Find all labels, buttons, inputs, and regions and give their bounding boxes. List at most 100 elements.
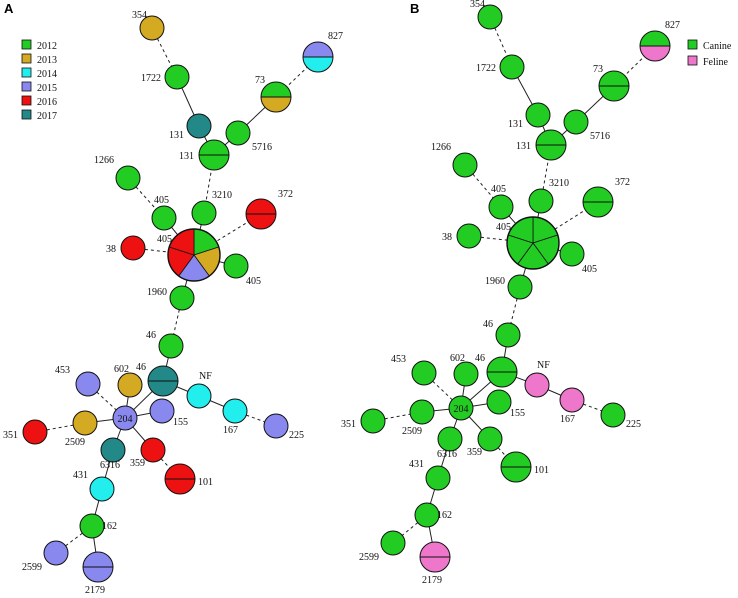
node-circle bbox=[263, 413, 289, 439]
node-top-half bbox=[261, 82, 291, 97]
node-label-38: 38 bbox=[106, 244, 116, 255]
node-circle bbox=[22, 419, 48, 445]
node-label-354: 354 bbox=[132, 10, 147, 21]
node-label-101: 101 bbox=[534, 465, 549, 476]
node-circle bbox=[528, 188, 554, 214]
node-label-453: 453 bbox=[391, 354, 406, 365]
node-label-NF: NF bbox=[199, 371, 212, 382]
node-NF bbox=[524, 372, 550, 398]
node-circle bbox=[448, 395, 474, 421]
node-46b bbox=[486, 356, 518, 388]
node-circle bbox=[453, 361, 479, 387]
node-73 bbox=[598, 70, 630, 102]
node-circle bbox=[559, 387, 585, 413]
node-label-1266: 1266 bbox=[431, 142, 451, 153]
node-label-2179: 2179 bbox=[422, 575, 442, 586]
node-405a bbox=[488, 194, 514, 220]
node-1722 bbox=[499, 54, 525, 80]
node-label-1722: 1722 bbox=[476, 63, 496, 74]
node-circle bbox=[411, 360, 437, 386]
node-359 bbox=[477, 426, 503, 452]
node-circle bbox=[486, 389, 512, 415]
legend-label-2012: 2012 bbox=[37, 41, 57, 52]
node-circle bbox=[43, 540, 69, 566]
node-204 bbox=[448, 395, 474, 421]
legend-swatch-2015 bbox=[21, 81, 32, 92]
legend-label-canine: Canine bbox=[703, 41, 732, 52]
node-label-351: 351 bbox=[3, 430, 18, 441]
node-6316 bbox=[100, 437, 126, 463]
node-bottom-half bbox=[487, 372, 517, 387]
node-131a bbox=[186, 113, 212, 139]
node-101 bbox=[164, 463, 196, 495]
node-3210 bbox=[191, 200, 217, 226]
node-label-38: 38 bbox=[442, 232, 452, 243]
node-label-167: 167 bbox=[223, 425, 238, 436]
legend-label-2014: 2014 bbox=[37, 69, 57, 80]
node-top-half bbox=[640, 31, 670, 46]
node-outline bbox=[302, 41, 334, 73]
node-204 bbox=[112, 405, 138, 431]
node-outline bbox=[639, 30, 671, 62]
node-5716 bbox=[563, 109, 589, 135]
node-top-half bbox=[246, 199, 276, 214]
node-outline bbox=[598, 70, 630, 102]
legend-label-feline: Feline bbox=[703, 57, 729, 68]
node-label-167: 167 bbox=[560, 414, 575, 425]
node-circle bbox=[563, 109, 589, 135]
node-131a bbox=[525, 102, 551, 128]
node-top-half bbox=[420, 542, 450, 557]
node-351 bbox=[22, 419, 48, 445]
node-label-162: 162 bbox=[437, 510, 452, 521]
legend-swatch-canine bbox=[687, 39, 698, 50]
node-top-half bbox=[583, 187, 613, 202]
node-outline bbox=[147, 365, 179, 397]
node-label-131b: 131 bbox=[516, 141, 531, 152]
node-circle bbox=[477, 426, 503, 452]
node-circle bbox=[495, 322, 521, 348]
node-162 bbox=[79, 513, 105, 539]
node-circle bbox=[524, 372, 550, 398]
node-label-827: 827 bbox=[665, 20, 680, 31]
node-bottom-half bbox=[303, 57, 333, 72]
legend-label-2016: 2016 bbox=[37, 97, 57, 108]
node-label-405d: 405 bbox=[582, 264, 597, 275]
node-circle bbox=[600, 402, 626, 428]
node-38 bbox=[120, 235, 146, 261]
node-circle bbox=[100, 437, 126, 463]
node-131b bbox=[535, 129, 567, 161]
node-405d bbox=[559, 241, 585, 267]
node-827 bbox=[302, 41, 334, 73]
node-label-131a: 131 bbox=[169, 130, 184, 141]
node-131b bbox=[198, 139, 230, 171]
node-label-6316: 6316 bbox=[437, 449, 457, 460]
node-46a bbox=[495, 322, 521, 348]
node-label-453: 453 bbox=[55, 365, 70, 376]
node-circle bbox=[186, 113, 212, 139]
node-label-5716: 5716 bbox=[252, 142, 272, 153]
node-circle bbox=[477, 4, 503, 30]
node-circle bbox=[115, 165, 141, 191]
node-bottom-half bbox=[261, 97, 291, 112]
node-label-2179: 2179 bbox=[85, 585, 105, 596]
node-405c bbox=[167, 228, 221, 282]
node-73 bbox=[260, 81, 292, 113]
node-155 bbox=[486, 389, 512, 415]
node-circle bbox=[488, 194, 514, 220]
node-circle bbox=[169, 285, 195, 311]
node-circle bbox=[409, 399, 435, 425]
node-outline bbox=[419, 541, 451, 573]
node-top-half bbox=[148, 366, 178, 381]
node-label-204: 204 bbox=[118, 414, 133, 425]
node-label-46b: 46 bbox=[475, 353, 485, 364]
panel-b-nodes bbox=[360, 4, 671, 573]
node-outline bbox=[486, 356, 518, 388]
node-circle bbox=[149, 398, 175, 424]
node-6316 bbox=[437, 426, 463, 452]
panel-a-nodes bbox=[22, 15, 334, 583]
node-label-405c: 405 bbox=[157, 234, 172, 245]
node-label-372: 372 bbox=[615, 177, 630, 188]
node-label-131b: 131 bbox=[179, 151, 194, 162]
